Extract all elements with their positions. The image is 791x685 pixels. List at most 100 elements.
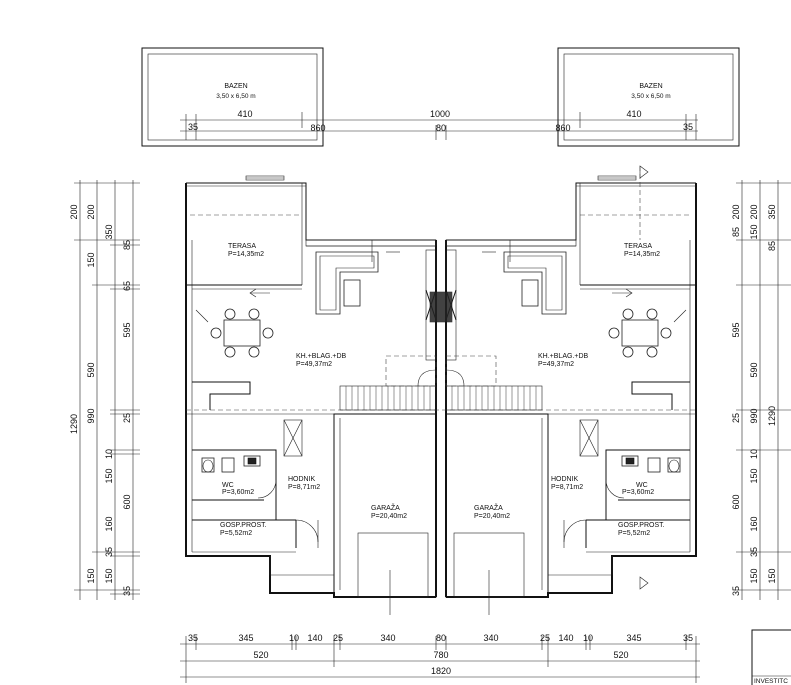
svg-text:1820: 1820 — [431, 666, 451, 676]
pool-left-name: BAZEN — [224, 83, 247, 90]
pool-right: BAZEN 3,50 x 6,50 m — [557, 47, 740, 147]
svg-text:1000: 1000 — [430, 109, 450, 119]
room-hall-area: P=8,71m2 — [288, 484, 320, 491]
room-terrace-area: P=14,35m2 — [624, 251, 660, 258]
svg-text:150: 150 — [86, 568, 96, 583]
pool-left: BAZEN 3,50 x 6,50 m — [141, 47, 324, 147]
room-living-name: KH.+BLAG.+DB — [296, 353, 347, 360]
svg-text:140: 140 — [307, 633, 322, 643]
left-dimension-chain: 1290 200 150 590 990 150 200 350 85 595 … — [69, 180, 140, 600]
investor-label: INVESTITC — [754, 678, 788, 685]
room-garage-name: GARAŽA — [474, 503, 503, 512]
svg-text:1290: 1290 — [69, 414, 79, 434]
svg-text:35: 35 — [104, 547, 114, 557]
room-living-area: P=49,37m2 — [296, 361, 332, 368]
svg-text:150: 150 — [749, 468, 759, 483]
pool-right-size: 3,50 x 6,50 m — [631, 93, 670, 100]
room-living-area: P=49,37m2 — [538, 361, 574, 368]
svg-text:10: 10 — [104, 449, 114, 459]
pool-right-name: BAZEN — [639, 83, 662, 90]
svg-text:25: 25 — [333, 633, 343, 643]
svg-text:590: 590 — [749, 362, 759, 377]
room-wc-name: WC — [222, 482, 234, 489]
svg-text:345: 345 — [238, 633, 253, 643]
bottom-dimension-chain: 35 345 10 140 25 340 80 340 25 140 10 34… — [180, 633, 700, 683]
room-hall-area: P=8,71m2 — [551, 484, 583, 491]
room-labels-left: TERASA P=14,35m2 KH.+BLAG.+DB P=49,37m2 … — [220, 243, 407, 537]
svg-text:350: 350 — [767, 204, 777, 219]
svg-text:150: 150 — [104, 468, 114, 483]
svg-text:150: 150 — [749, 224, 759, 239]
svg-text:600: 600 — [731, 494, 741, 509]
room-wc-area: P=3,60m2 — [222, 489, 254, 496]
top-dimension-chain: 410 410 35 35 860 860 1000 80 — [180, 109, 698, 140]
room-terrace-name: TERASA — [624, 243, 652, 250]
svg-text:590: 590 — [86, 362, 96, 377]
svg-text:340: 340 — [483, 633, 498, 643]
svg-text:520: 520 — [253, 650, 268, 660]
room-terrace-name: TERASA — [228, 243, 256, 250]
pool-left-size: 3,50 x 6,50 m — [216, 93, 255, 100]
room-utility-name: GOSP.PROST. — [220, 522, 267, 529]
svg-text:345: 345 — [626, 633, 641, 643]
svg-text:200: 200 — [749, 204, 759, 219]
svg-text:780: 780 — [433, 650, 448, 660]
svg-text:520: 520 — [613, 650, 628, 660]
svg-text:35: 35 — [731, 586, 741, 596]
svg-text:200: 200 — [69, 204, 79, 219]
svg-text:85: 85 — [767, 241, 777, 251]
room-utility-area: P=5,52m2 — [618, 530, 650, 537]
svg-text:595: 595 — [122, 322, 132, 337]
svg-text:35: 35 — [683, 122, 693, 132]
svg-text:595: 595 — [731, 322, 741, 337]
svg-text:80: 80 — [436, 123, 446, 133]
room-wc-name: WC — [636, 482, 648, 489]
svg-text:80: 80 — [436, 633, 446, 643]
svg-text:25: 25 — [731, 413, 741, 423]
svg-text:10: 10 — [289, 633, 299, 643]
svg-text:410: 410 — [626, 109, 641, 119]
svg-text:25: 25 — [540, 633, 550, 643]
svg-text:10: 10 — [583, 633, 593, 643]
svg-text:860: 860 — [310, 123, 325, 133]
room-wc-area: P=3,60m2 — [622, 489, 654, 496]
svg-text:160: 160 — [749, 516, 759, 531]
room-terrace-area: P=14,35m2 — [228, 251, 264, 258]
title-block: INVESTITC — [751, 629, 791, 685]
svg-text:35: 35 — [122, 586, 132, 596]
furniture-right — [503, 251, 681, 473]
room-utility-name: GOSP.PROST. — [618, 522, 665, 529]
svg-text:150: 150 — [767, 568, 777, 583]
svg-text:35: 35 — [749, 547, 759, 557]
svg-text:200: 200 — [731, 204, 741, 219]
svg-text:860: 860 — [555, 123, 570, 133]
direction-arrows — [249, 240, 633, 298]
svg-text:1290: 1290 — [767, 406, 777, 426]
svg-text:340: 340 — [380, 633, 395, 643]
room-utility-area: P=5,52m2 — [220, 530, 252, 537]
svg-text:410: 410 — [237, 109, 252, 119]
room-labels-right: TERASA P=14,35m2 KH.+BLAG.+DB P=49,37m2 … — [474, 243, 665, 537]
furniture-left — [201, 251, 379, 473]
svg-text:350: 350 — [104, 224, 114, 239]
svg-text:65: 65 — [122, 281, 132, 291]
svg-text:150: 150 — [86, 252, 96, 267]
svg-text:200: 200 — [86, 204, 96, 219]
svg-text:150: 150 — [104, 568, 114, 583]
right-dimension-chain: 200 200 350 85 150 85 595 590 25 990 129… — [731, 180, 791, 600]
svg-text:85: 85 — [731, 227, 741, 237]
svg-text:35: 35 — [188, 122, 198, 132]
door-swings — [195, 165, 687, 590]
stairs — [339, 249, 543, 411]
svg-text:160: 160 — [104, 516, 114, 531]
svg-text:600: 600 — [122, 494, 132, 509]
room-hall-name: HODNIK — [288, 476, 316, 483]
room-garage-name: GARAŽA — [371, 503, 400, 512]
svg-text:85: 85 — [122, 240, 132, 250]
room-garage-area: P=20,40m2 — [474, 513, 510, 520]
svg-text:990: 990 — [86, 408, 96, 423]
room-hall-name: HODNIK — [551, 476, 579, 483]
svg-text:35: 35 — [683, 633, 693, 643]
svg-text:990: 990 — [749, 408, 759, 423]
